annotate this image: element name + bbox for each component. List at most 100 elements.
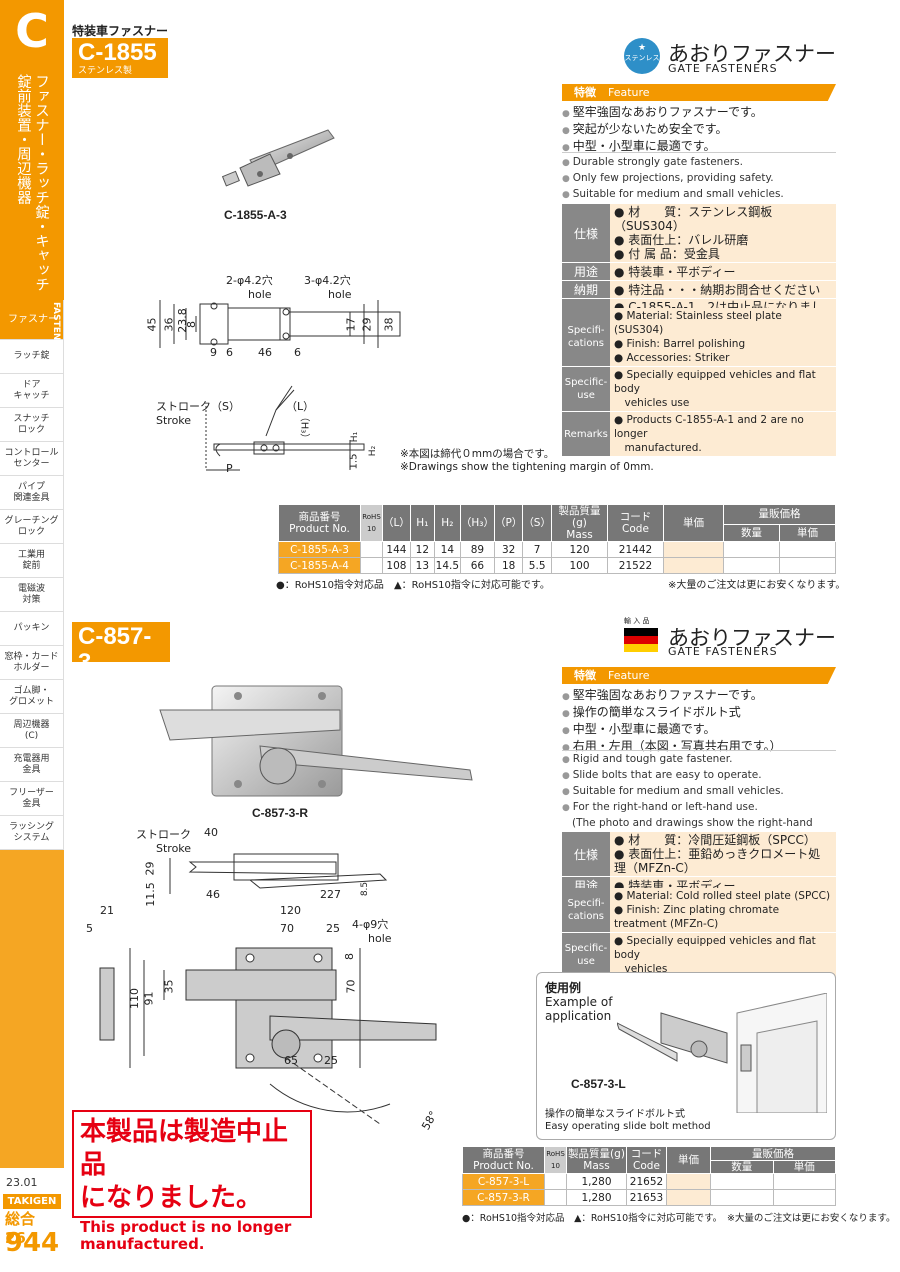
feature-en-2: Suitable for medium and small vehicles. bbox=[562, 187, 836, 203]
bulk-cell bbox=[772, 1173, 836, 1190]
sidebar-item-label: ラッシングシステム bbox=[8, 821, 54, 843]
stroke-label: ストローク（S）Stroke bbox=[156, 398, 240, 427]
table-cell: C-857-3-R bbox=[462, 1189, 545, 1206]
feature-jp-0: 堅牢強固なあおりファスナーです。 bbox=[562, 105, 836, 122]
sidebar-item-9[interactable]: パッキン bbox=[0, 612, 64, 646]
spec-line: ● 特注品・・・納期お問合せください bbox=[614, 282, 821, 297]
th-mass: 製品質量(g)Mass bbox=[550, 504, 608, 542]
bulk-cell bbox=[710, 1173, 774, 1190]
sidebar-item-label: グレーチングロック bbox=[4, 515, 59, 537]
table-cell: 7 bbox=[522, 541, 552, 558]
specs-en-2: Specifi-cations● Material: Cold rolled s… bbox=[562, 888, 836, 978]
fasteners-en-label: FASTENERS bbox=[51, 302, 61, 360]
feature-en-2: Suitable for medium and small vehicles. bbox=[562, 784, 836, 800]
section-letter: C bbox=[15, 4, 49, 58]
dim-9: 9 bbox=[210, 346, 217, 359]
application-title-en1: Example of bbox=[545, 995, 613, 1009]
dim-25b: 25 bbox=[324, 1054, 338, 1067]
sidebar-item-6[interactable]: グレーチングロック bbox=[0, 510, 64, 544]
spec-line: ● 表面仕上：亜鉛めっきクロメート処理（MFZn-C） bbox=[614, 847, 821, 875]
table-cell bbox=[360, 541, 383, 558]
dim-25a: 25 bbox=[326, 922, 340, 935]
sidebar-item-3[interactable]: スナッチロック bbox=[0, 408, 64, 442]
bulk-note: ※大量のご注文は更にお安くなります。 bbox=[668, 580, 846, 591]
sidebar-footer bbox=[0, 1168, 64, 1272]
table-cell: C-1855-A-4 bbox=[278, 557, 361, 574]
table-cell: 14 bbox=[433, 541, 461, 558]
spec-label-1: 用途 bbox=[562, 262, 610, 281]
product-material-2: 鉄製 bbox=[78, 676, 97, 686]
th-H1: H₁ bbox=[409, 504, 435, 542]
sidebar-item-13[interactable]: 充電器用金具 bbox=[0, 748, 64, 782]
photo-caption: C-1855-A-3 bbox=[224, 208, 287, 222]
product-title-jp: あおりファスナー bbox=[668, 42, 836, 66]
sidebar-item-4[interactable]: コントロールセンター bbox=[0, 442, 64, 476]
spec-line: ● 付 属 品：受金具 bbox=[614, 247, 720, 261]
drawing-top-c1855 bbox=[159, 300, 401, 348]
dim-L: （L） bbox=[286, 400, 315, 413]
feature-label-2: 特徴 bbox=[574, 669, 596, 682]
sidebar-item-label: 電磁波対策 bbox=[17, 583, 45, 605]
th2-unit: 単価 bbox=[772, 1160, 836, 1174]
bulk-cell bbox=[722, 541, 780, 558]
product-code-2: C-857-3 bbox=[78, 623, 152, 676]
application-desc-jp: 操作の簡単なスライドボルト式 bbox=[545, 1109, 685, 1120]
rohs-legend: ●：RoHS10指令対応品 ▲：RoHS10指令に対応可能です。 bbox=[276, 576, 550, 591]
drawing-side-c857 bbox=[169, 853, 388, 894]
feature-en-0: Rigid and tough gate fastener. bbox=[562, 752, 836, 768]
th-H2: H₂ bbox=[433, 504, 461, 542]
dim-H1: H₁ bbox=[350, 431, 361, 443]
hole-label-1-en: hole bbox=[248, 288, 272, 301]
sidebar-item-label: ファスナー bbox=[8, 314, 58, 325]
features-jp: 堅牢強固なあおりファスナーです。突起が少ないため安全です。中型・小型車に最適です… bbox=[562, 105, 836, 156]
discontinued-jp1: 本製品は製造中止品 bbox=[80, 1117, 289, 1180]
stroke-label-2-jp: ストローク bbox=[136, 828, 191, 841]
sidebar-item-14[interactable]: フリーザー金具 bbox=[0, 782, 64, 816]
divider-2 bbox=[562, 750, 836, 751]
sidebar-item-2[interactable]: ドアキャッチ bbox=[0, 374, 64, 408]
dim-65: 65 bbox=[284, 1054, 298, 1067]
dim-29: 29 bbox=[360, 317, 374, 332]
spec-label-1: Specific-use bbox=[562, 366, 610, 412]
germany-flag-icon bbox=[624, 628, 658, 652]
dim-36: 36 bbox=[162, 317, 176, 332]
stroke-label-jp: ストローク（S） bbox=[156, 400, 240, 413]
spec-label-0: Specifi-cations bbox=[562, 308, 610, 367]
sidebar-item-1[interactable]: ラッチ錠 bbox=[0, 340, 64, 374]
drawing-note-en: ※Drawings show the tightening margin of … bbox=[400, 461, 654, 473]
dim-21: 21 bbox=[100, 904, 114, 917]
spec-label-1: Specific-use bbox=[562, 932, 610, 978]
stainless-icon-label: ステンレス bbox=[624, 54, 660, 62]
dim-38: 38 bbox=[382, 317, 396, 332]
sidebar-item-12[interactable]: 周辺機器(C) bbox=[0, 714, 64, 748]
rohs-legend-2: ●：RoHS10指令対応品 ▲：RoHS10指令に対応可能です。 ※大量のご注文… bbox=[462, 1210, 895, 1224]
sidebar-item-label: フリーザー金具 bbox=[9, 787, 54, 809]
spec-line: ● Specially equipped vehicles and flat b… bbox=[614, 935, 816, 961]
sidebar-item-7[interactable]: 工業用錠前 bbox=[0, 544, 64, 578]
feature-en-1: Slide bolts that are easy to operate. bbox=[562, 768, 836, 784]
spec-table: Specifi-cations● Material: Cold rolled s… bbox=[562, 888, 836, 978]
unit-price-cell bbox=[662, 541, 724, 558]
sidebar-item-15[interactable]: ラッシングシステム bbox=[0, 816, 64, 850]
product-material: ステンレス製 bbox=[78, 66, 133, 76]
product-title-jp-2: あおりファスナー bbox=[668, 626, 836, 650]
spec-line: ● Finish: Zinc plating chromate treatmen… bbox=[614, 904, 780, 930]
hole-label-3-jp: 4-φ9穴 bbox=[352, 918, 389, 931]
sidebar-item-10[interactable]: 窓枠・カードホルダー bbox=[0, 646, 64, 680]
dim-6b: 6 bbox=[294, 346, 301, 359]
table-cell: C-1855-A-3 bbox=[278, 541, 361, 558]
sidebar-item-11[interactable]: ゴム脚・グロメット bbox=[0, 680, 64, 714]
spec-value-0: ● 材 質：ステンレス鋼板（SUS304）● 表面仕上：バレル研磨● 付 属 品… bbox=[610, 204, 836, 263]
table-cell: 1,280 bbox=[566, 1173, 627, 1190]
rohs-legend-2a: ●：RoHS10指令対応品 bbox=[462, 1213, 565, 1224]
sidebar-item-5[interactable]: パイプ関連金具 bbox=[0, 476, 64, 510]
th2-mass: 製品質量(g)Mass bbox=[566, 1146, 627, 1174]
unit-price-cell bbox=[666, 1173, 711, 1190]
table-cell: 21653 bbox=[626, 1189, 667, 1206]
dim-110: 110 bbox=[128, 988, 141, 1009]
sidebar-item-8[interactable]: 電磁波対策 bbox=[0, 578, 64, 612]
